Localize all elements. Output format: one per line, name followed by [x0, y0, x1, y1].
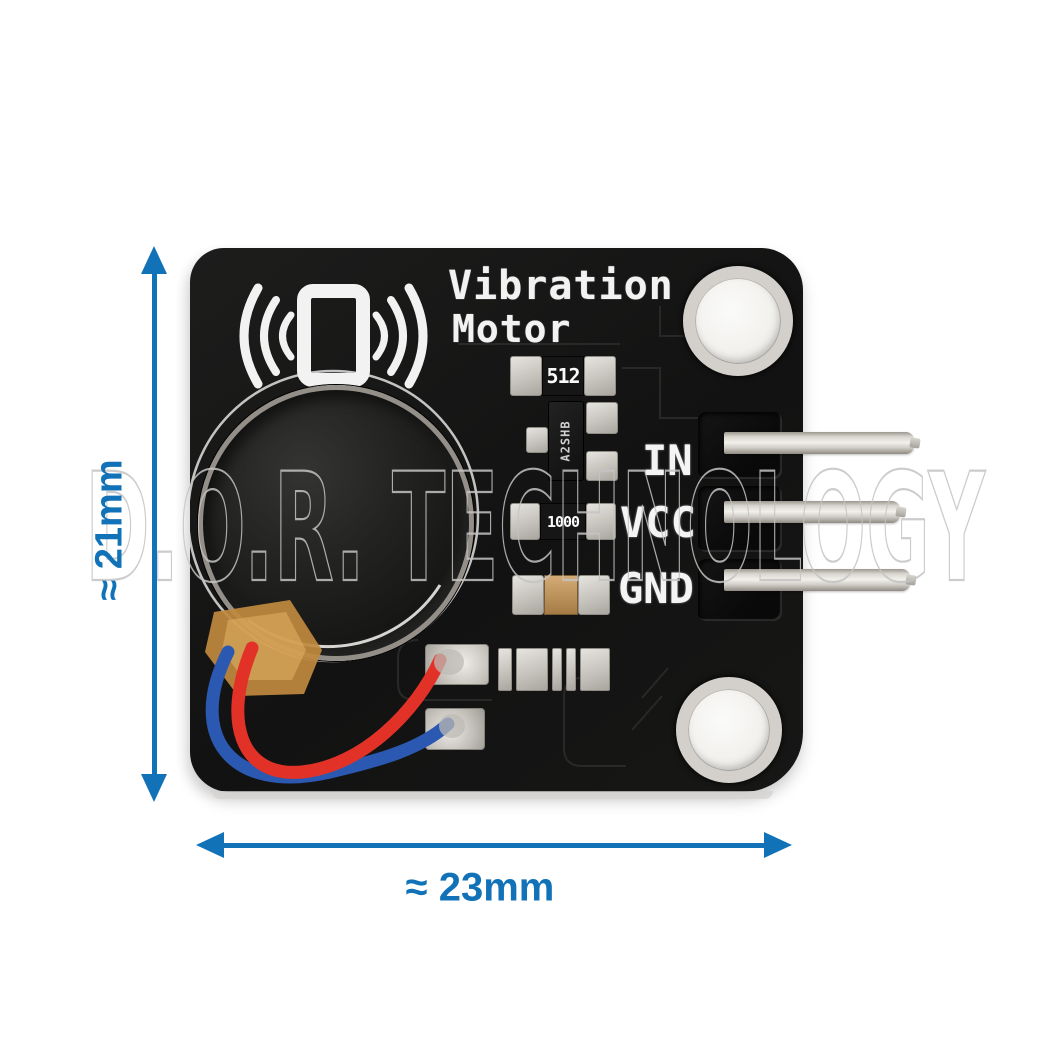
coin-vibration-motor	[198, 385, 474, 661]
solder-pad-row	[498, 648, 610, 691]
vibration-arc-right-middle	[387, 296, 407, 376]
solder-pad	[584, 356, 616, 396]
motor-wire-solder-pad-blue	[425, 708, 485, 750]
header-pin-vcc	[724, 501, 900, 523]
solder-pad	[566, 648, 576, 691]
resistor-marking: 512	[542, 356, 584, 396]
silkscreen-title-line1: Vibration	[448, 263, 674, 309]
arrow-left-icon	[196, 832, 224, 858]
mounting-hole-bottom-right	[676, 677, 782, 783]
pin-label-vcc: VCC	[620, 498, 696, 547]
motor-wire-solder-pad-red	[425, 644, 489, 685]
capacitor-body	[544, 575, 578, 615]
solder-pad	[516, 648, 548, 691]
vibration-arc-right-outer	[404, 283, 428, 389]
solder-pad	[580, 648, 610, 691]
solder-pad	[512, 575, 544, 615]
solder-pad	[498, 648, 512, 691]
solder-pad	[510, 503, 540, 540]
resistor-marking: 1000	[540, 503, 586, 540]
smd-resistor-1000: 1000	[510, 503, 616, 540]
header-pin-gnd	[724, 569, 910, 591]
mounting-hole-top-right	[683, 266, 793, 376]
smd-capacitor	[512, 575, 610, 615]
smd-resistor-512: 512	[510, 356, 616, 396]
transistor-pad-bottom	[586, 451, 618, 481]
arrow-right-icon	[764, 832, 792, 858]
vibration-arc-left-outer	[239, 283, 263, 389]
silkscreen-title-line2: Motor	[452, 307, 572, 351]
phone-vibration-icon	[239, 283, 428, 389]
arrow-up-icon	[141, 246, 167, 274]
transistor-marking: A2SHB	[559, 420, 573, 462]
solder-pad	[510, 356, 542, 396]
solder-pad	[552, 648, 562, 691]
vibration-arc-left-middle	[260, 296, 280, 376]
header-pin-in	[724, 432, 914, 454]
solder-pad	[586, 503, 616, 540]
vibration-arc-right-inner	[372, 311, 388, 361]
pin-label-gnd: GND	[618, 564, 694, 613]
height-dimension-label: ≈ 21mm	[88, 459, 131, 601]
width-dimension-label: ≈ 23mm	[405, 865, 555, 910]
arrow-down-icon	[141, 774, 167, 802]
phone-body-icon	[297, 284, 370, 387]
solder-pad	[578, 575, 610, 615]
transistor-pad-left	[526, 427, 548, 453]
transistor-pad-top	[586, 402, 618, 434]
width-dimension-line	[221, 843, 765, 848]
pcb-board: Vibration Motor 512 A2SHB 1000	[190, 248, 914, 799]
vibration-arc-left-inner	[279, 311, 295, 361]
pin-label-in: IN	[642, 436, 693, 485]
smd-transistor-sot23: A2SHB	[548, 401, 584, 481]
height-dimension-line	[152, 272, 157, 776]
